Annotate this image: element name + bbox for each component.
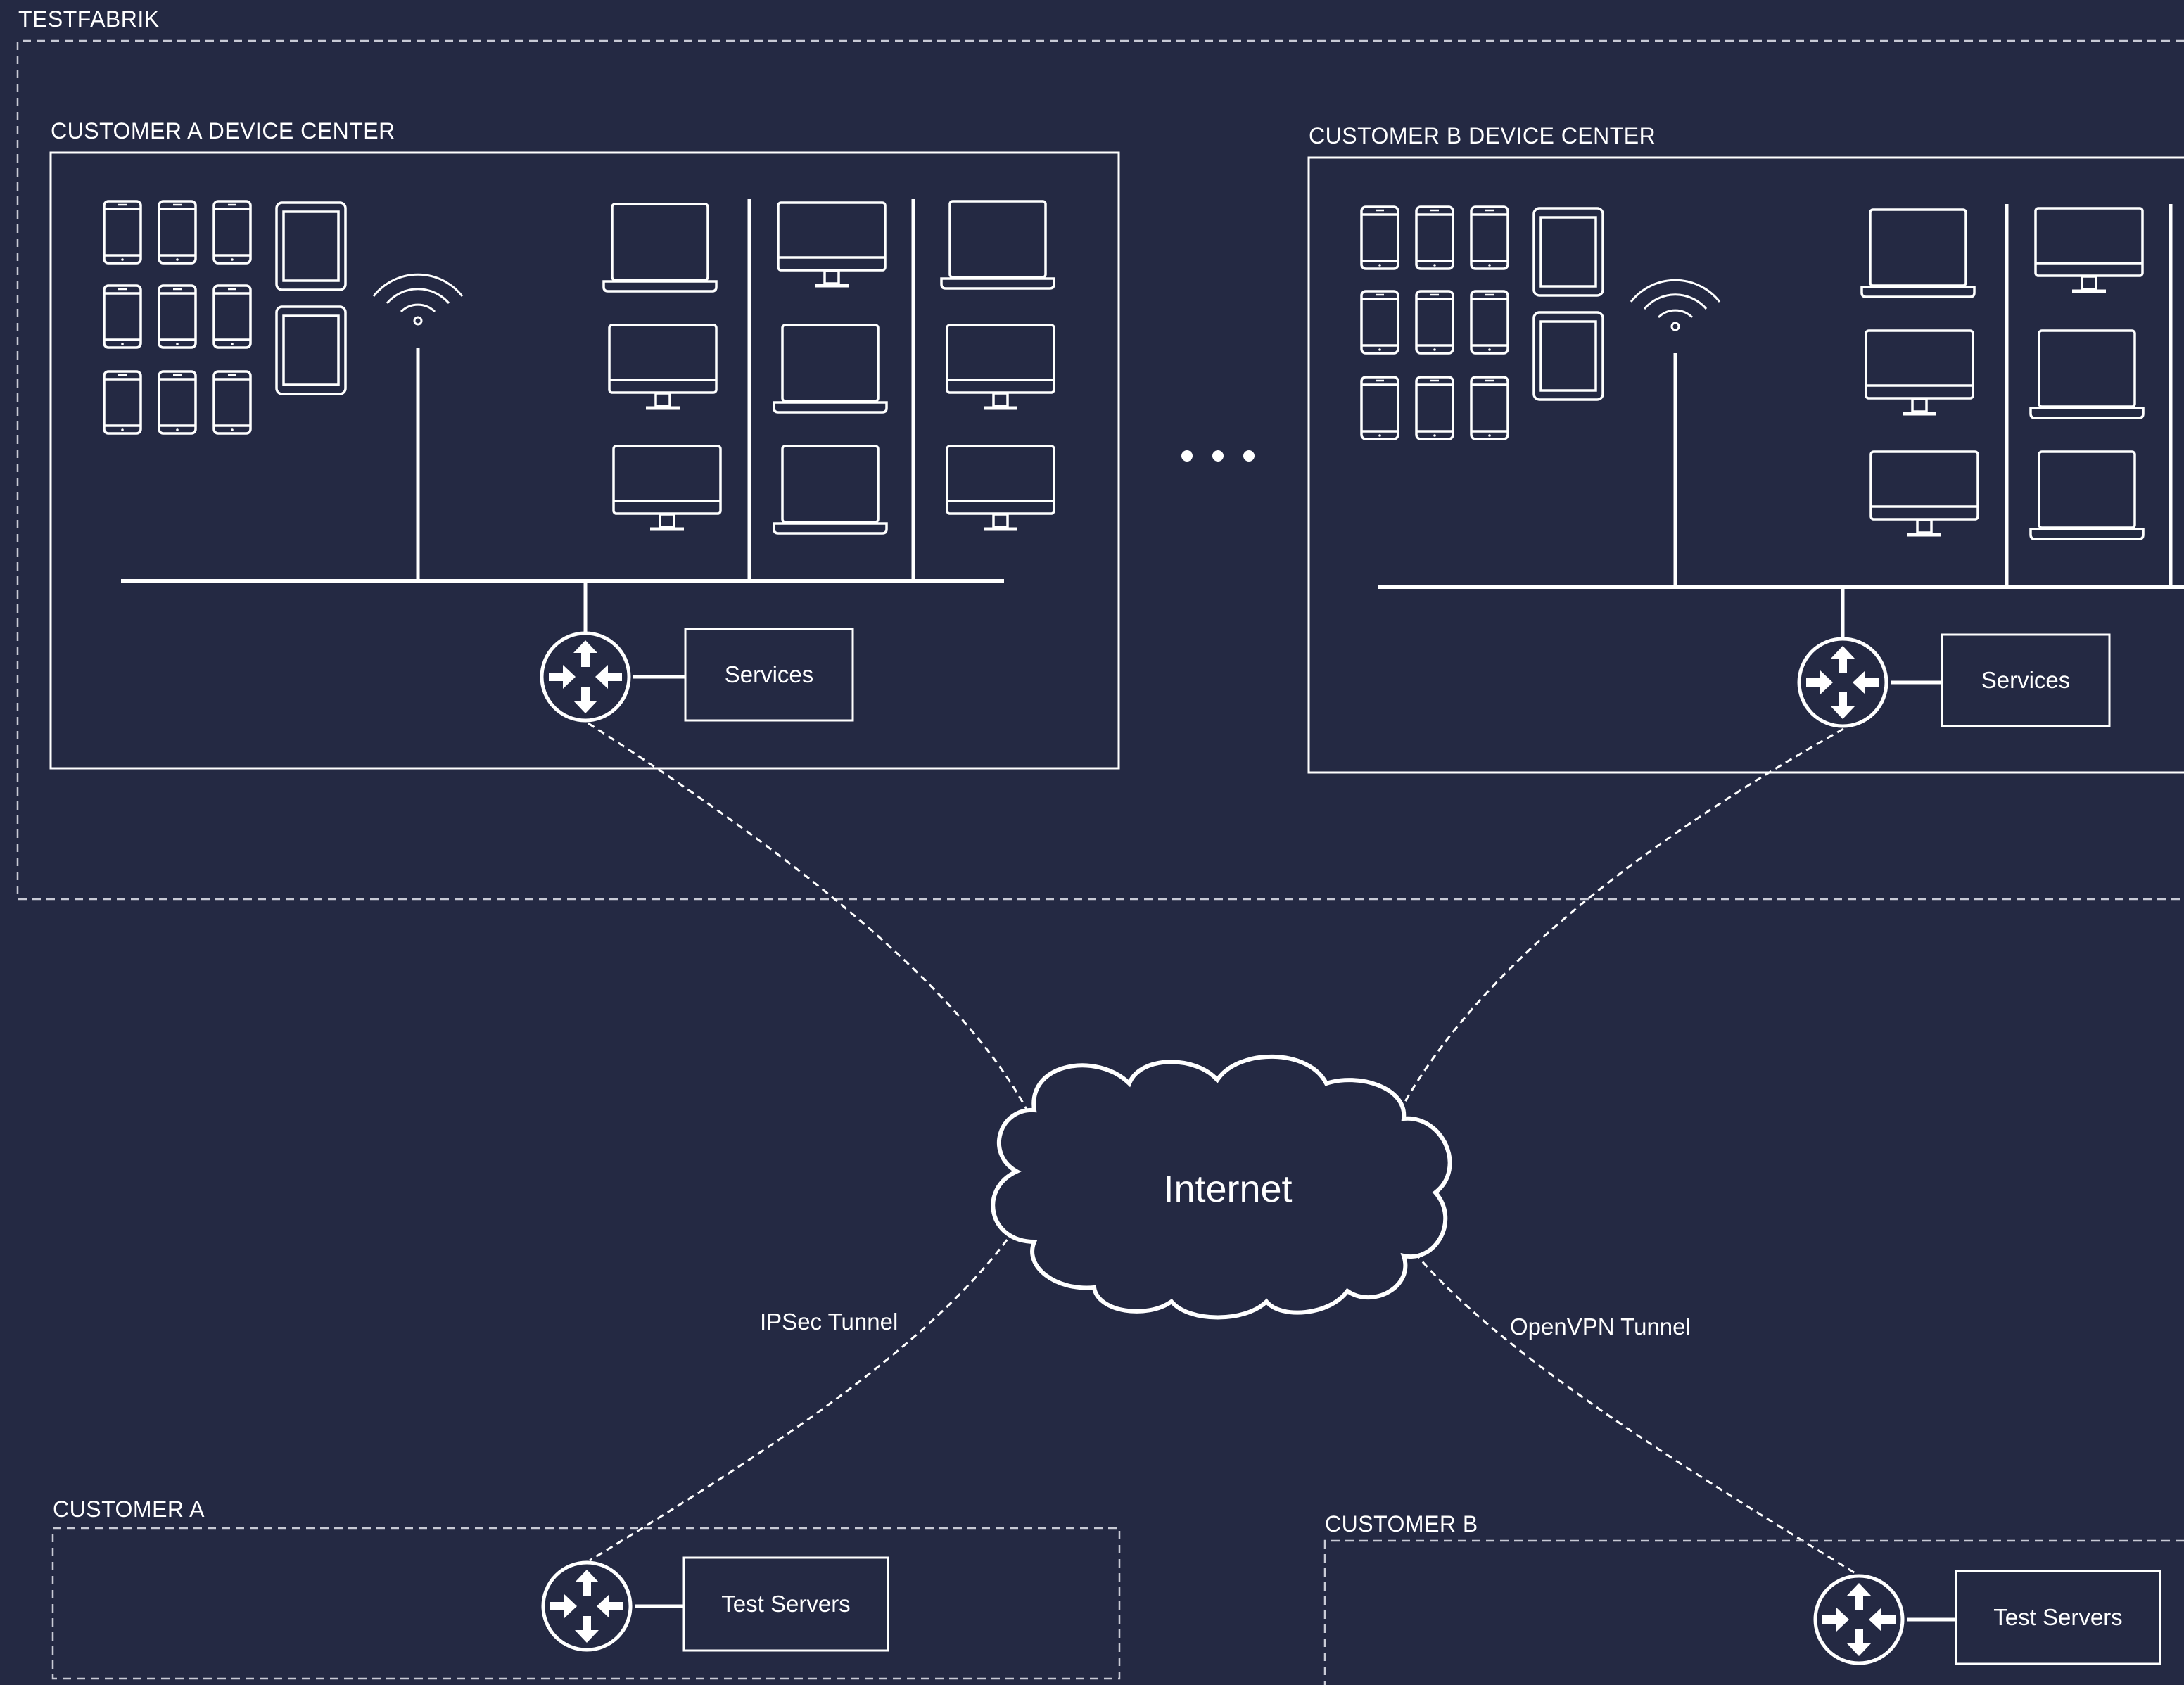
services-b-label: Services [1981,667,2071,693]
tablet-icon [275,201,347,291]
rack-b-1 [1860,208,1978,535]
desktop-monitor-icon [614,446,720,529]
phone-grid-a [103,200,252,435]
ipsec-tunnel-label: IPSec Tunnel [760,1309,898,1335]
customer-b-zone [1323,1539,2184,1685]
device-center-b: Services [1360,204,2184,727]
services-a-node[interactable]: Services [684,628,854,722]
customer-b-dc-label: CUSTOMER B DEVICE CENTER [1309,123,1656,148]
ipsec-tunnel-line [589,1209,1029,1562]
customer-a-label: CUSTOMER A [53,1496,205,1522]
testfabrik-zone [16,39,2184,901]
test-servers-a-node[interactable]: Test Servers [682,1556,889,1652]
wifi-antenna-icon [372,273,464,326]
smartphone-icon [212,284,252,349]
laptop-icon [602,203,718,293]
test-servers-a-label: Test Servers [721,1591,850,1617]
services-a-label: Services [725,661,814,687]
wifi-antenna-icon [1630,279,1721,331]
smartphone-icon [1415,376,1454,440]
smartphone-icon [103,284,142,349]
internet-cloud-icon [991,1054,1452,1320]
customer-a-dc-label: CUSTOMER A DEVICE CENTER [51,118,395,144]
dc-a-to-internet-link [588,722,1050,1162]
desktop-monitor-icon [1866,331,1973,414]
smartphone-icon [1415,290,1454,355]
desktop-monitor-icon [947,325,1054,408]
desktop-monitor-icon [1871,452,1978,535]
rack-a-1 [602,203,720,529]
phone-grid-b [1360,205,1509,440]
smartphone-icon [1470,205,1509,270]
services-b-node[interactable]: Services [1941,633,2111,727]
desktop-monitor-icon [778,203,885,286]
tablet-icon [275,305,347,395]
internet-label: Internet [1163,1168,1292,1210]
dc-b-router[interactable] [1799,639,1886,726]
dc-b-to-internet-link [1378,727,1844,1155]
test-servers-b-node[interactable]: Test Servers [1955,1570,2161,1665]
rack-a-3 [940,200,1055,529]
desktop-monitor-icon [2036,208,2142,291]
openvpn-tunnel-label: OpenVPN Tunnel [1510,1314,1691,1340]
smartphone-icon [158,284,197,349]
laptop-icon [773,324,888,414]
smartphone-icon [1415,205,1454,270]
rack-a-2 [773,203,888,535]
laptop-icon [2029,329,2145,419]
laptop-icon [1860,208,1976,298]
customer-b-label: CUSTOMER B [1325,1511,1478,1537]
laptop-icon [2029,450,2145,540]
customer-a-zone [51,1527,1121,1680]
smartphone-icon [212,370,252,435]
tablet-icon [1532,207,1604,297]
customer-b-dc-box [1307,156,2184,774]
rack-b-2 [2029,208,2145,540]
openvpn-tunnel-line [1392,1223,1858,1576]
test-servers-b-label: Test Servers [1993,1604,2122,1630]
smartphone-icon [1470,376,1509,440]
ellipsis-icon [1181,450,1255,462]
laptop-icon [940,200,1055,290]
desktop-monitor-icon [947,446,1054,529]
customer-a-dc-box [49,151,1120,770]
smartphone-icon [1360,290,1399,355]
laptop-icon [773,445,888,535]
smartphone-icon [103,370,142,435]
customer-a-router[interactable] [543,1563,630,1650]
smartphone-icon [1360,205,1399,270]
smartphone-icon [1360,376,1399,440]
smartphone-icon [1470,290,1509,355]
testfabrik-label: TESTFABRIK [18,6,160,32]
smartphone-icon [158,200,197,265]
smartphone-icon [158,370,197,435]
device-center-a: Services [103,199,1055,722]
dc-a-router[interactable] [542,633,629,720]
smartphone-icon [212,200,252,265]
smartphone-icon [103,200,142,265]
tablet-icon [1532,311,1604,401]
desktop-monitor-icon [609,325,716,408]
customer-b-router[interactable] [1815,1576,1903,1663]
